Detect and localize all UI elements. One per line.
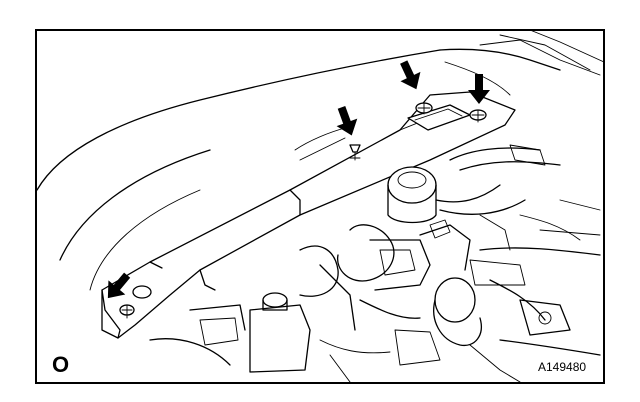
figure-code-label: A149480 [538,360,586,374]
clip-fasteners [119,102,487,319]
clip-right-1 [415,102,433,115]
clip-right-2 [469,109,487,123]
arrow-right-1-icon [400,60,421,90]
indicator-arrows [107,60,490,299]
corner-label: O [52,352,69,377]
clip-left [119,304,135,319]
arrow-center-icon [336,105,358,136]
clip-center [349,144,361,161]
cowl-panel [101,91,516,339]
arrow-right-2-icon [468,74,490,104]
arrow-left-icon [107,272,131,299]
engine-components [149,144,601,383]
hood-outline [36,29,605,291]
